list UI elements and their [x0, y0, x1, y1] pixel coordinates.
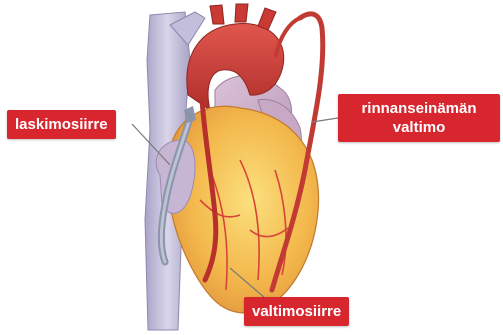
vein-graft-label: laskimosiirre — [7, 110, 116, 139]
artery-graft-label: valtimosiirre — [244, 297, 349, 326]
internal-mammary-artery-label: rinnanseinämän valtimo — [338, 94, 500, 142]
